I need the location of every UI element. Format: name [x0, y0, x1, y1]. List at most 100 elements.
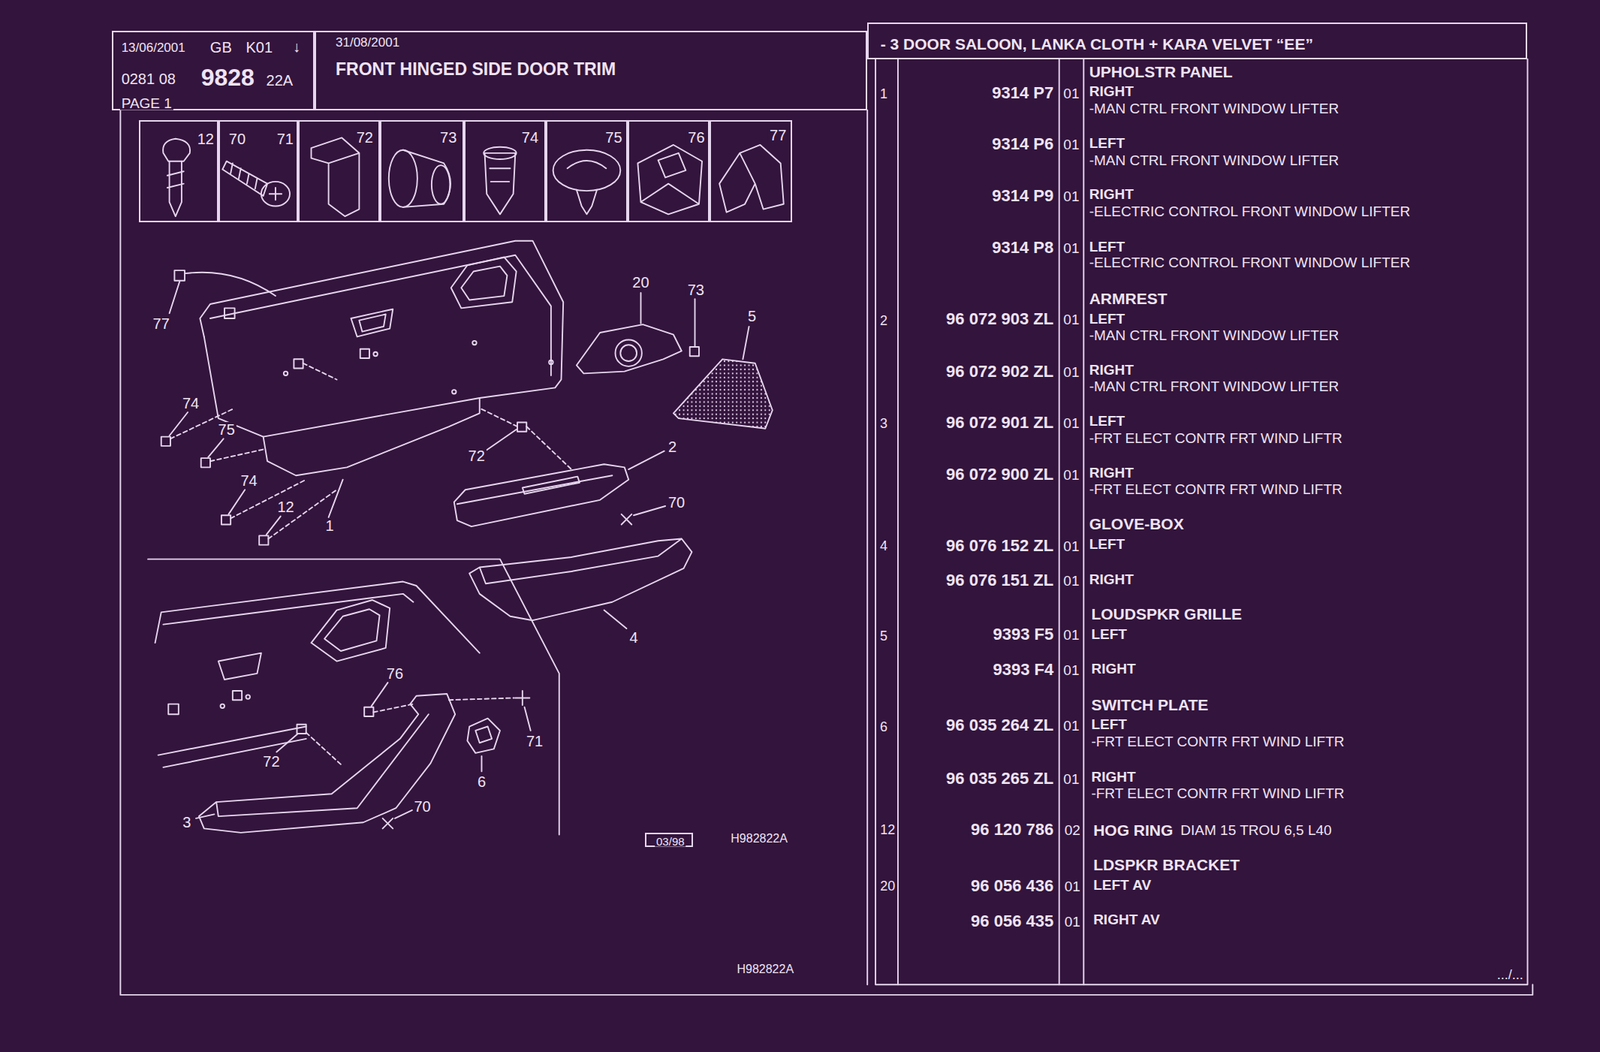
node-text: 71 [275, 131, 296, 147]
table-cell: 01 [1061, 415, 1081, 430]
table-cell: RIGHT AV [1091, 912, 1162, 927]
table-cell: ARMREST [1087, 289, 1170, 306]
node-text: ↓ [291, 39, 302, 55]
table-cell: 01 [1061, 188, 1081, 203]
node-text: 03/98 [654, 835, 687, 847]
fixing-cell: 7071 [218, 120, 299, 223]
node-text: GB [208, 39, 234, 55]
node-text: 72 [355, 129, 375, 145]
table-cell: UPHOLSTR PANEL [1087, 63, 1235, 80]
table-cell: LEFT [1087, 238, 1127, 254]
callout-number: 70 [666, 494, 687, 510]
table-cell: -FRT ELECT CONTR FRT WIND LIFTR [1089, 785, 1346, 800]
callout-number: H982822A [735, 963, 796, 976]
table-cell: 01 [1061, 662, 1081, 677]
node-text: 13/06/2001 [120, 41, 187, 55]
callout-number: 74 [238, 473, 259, 489]
table-heading: - 3 DOOR SALOON, LANKA CLOTH + KARA VELV… [867, 22, 1528, 60]
header-box: 13/06/2001GBK01↓0281 08982822APAGE 1 [111, 30, 314, 111]
table-cell: 9393 F4 [991, 661, 1055, 678]
table-cell: 96 076 152 ZL [944, 537, 1055, 555]
table-cell: 96 035 264 ZL [944, 717, 1055, 734]
table-cell: LEFT [1087, 536, 1127, 552]
callout-number: 76 [385, 665, 405, 681]
table-cell: 9314 P7 [990, 84, 1055, 102]
node-text: K01 [244, 39, 275, 55]
callout-number: 74 [180, 395, 201, 411]
table-cell: RIGHT [1089, 769, 1137, 784]
callout-number: 75 [216, 421, 237, 437]
callout-number: 20 [630, 274, 651, 290]
node-text: 12 [195, 131, 216, 147]
table-cell: 01 [1061, 312, 1081, 327]
node-text: 31/08/2001 [334, 36, 401, 49]
table-cell: 3 [878, 416, 889, 431]
table-cell: HOG RING [1091, 821, 1175, 838]
fixing-cell: 12 [138, 120, 219, 223]
node-text: 9828 [199, 65, 257, 90]
callout-number: 2 [666, 439, 678, 455]
table-cell: -MAN CTRL FRONT WINDOW LIFTER [1087, 153, 1341, 168]
table-cell: -FRT ELECT CONTR FRT WIND LIFTR [1087, 430, 1344, 446]
table-cell: 01 [1061, 467, 1081, 482]
table-cell: 6 [878, 720, 889, 734]
date-box: 03/98 [644, 832, 694, 847]
table-cell: 96 056 435 [969, 912, 1055, 930]
table-cell: -FRT ELECT CONTR FRT WIND LIFTR [1089, 733, 1346, 748]
callout-number: 70 [412, 798, 433, 814]
table-cell: LEFT [1089, 716, 1129, 731]
table-cell: 9393 F5 [991, 626, 1055, 643]
table-cell: 01 [1061, 771, 1081, 786]
table-cell: RIGHT [1087, 361, 1136, 377]
table-cell: LDSPKR BRACKET [1091, 856, 1242, 873]
callout-number: 4 [627, 629, 639, 645]
table-cell: .../... [1495, 967, 1525, 982]
table-cell: 4 [878, 539, 889, 553]
fixing-cell: 72 [298, 120, 380, 223]
table-cell: 01 [1061, 718, 1081, 733]
table-cell: 01 [1061, 364, 1081, 379]
table-cell: DIAM 15 TROU 6,5 L40 [1178, 822, 1333, 837]
title-box: 31/08/2001FRONT HINGED SIDE DOOR TRIM [314, 30, 868, 111]
table-cell: 2 [878, 313, 889, 328]
table-cell: 01 [1061, 573, 1081, 588]
fixing-cell: 76 [627, 120, 710, 223]
table-cell: LEFT [1089, 626, 1129, 641]
table-cell: 96 076 151 ZL [944, 572, 1055, 589]
table-cell: 96 056 436 [969, 877, 1055, 895]
table-cell: GLOVE-BOX [1087, 515, 1186, 532]
table-cell: 96 072 903 ZL [944, 310, 1055, 328]
table-cell: 1 [878, 87, 889, 101]
table-cell: -FRT ELECT CONTR FRT WIND LIFTR [1087, 481, 1344, 496]
callout-number: 6 [476, 774, 488, 790]
table-cell: LOUDSPKR GRILLE [1089, 605, 1244, 621]
table-cell: 02 [1063, 822, 1082, 837]
table-cell: RIGHT [1087, 83, 1136, 98]
node-text: 75 [603, 129, 624, 145]
fixing-cell: 74 [464, 120, 546, 223]
table-cell: LEFT [1087, 412, 1127, 428]
fixing-cell: 73 [379, 120, 465, 223]
callout-number: 72 [467, 448, 487, 464]
table-cell: 96 072 902 ZL [944, 363, 1055, 380]
table-cell: 01 [1061, 136, 1081, 151]
table-cell: 01 [1063, 914, 1082, 929]
callout-number: 3 [180, 814, 193, 830]
node-text: 76 [686, 129, 706, 145]
table-cell: 01 [1061, 627, 1081, 642]
table-cell: 12 [878, 822, 897, 837]
table-cell: 96 120 786 [969, 821, 1055, 838]
callout-number: 71 [524, 733, 545, 749]
node-text: 74 [520, 129, 540, 145]
table-cell: 20 [878, 879, 897, 893]
node-text: 22A [265, 72, 296, 88]
table-cell: 01 [1063, 878, 1082, 893]
node-text: 73 [438, 129, 459, 145]
table-cell: 01 [1061, 241, 1081, 256]
table-cell: -MAN CTRL FRONT WINDOW LIFTER [1087, 378, 1341, 393]
table-cell: -ELECTRIC CONTROL FRONT WINDOW LIFTER [1087, 255, 1413, 270]
fixing-cell: 75 [545, 120, 628, 223]
table-cell: 01 [1061, 85, 1081, 100]
